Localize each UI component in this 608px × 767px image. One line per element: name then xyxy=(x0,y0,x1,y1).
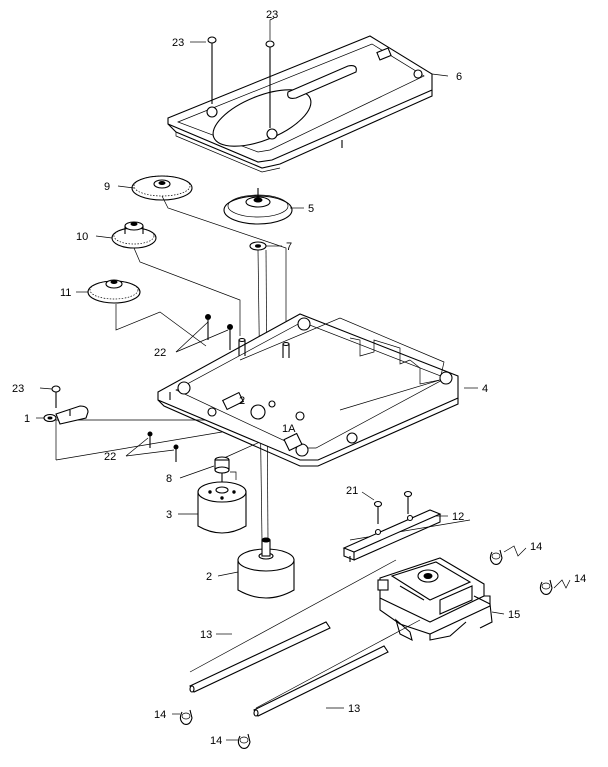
part-13-rod-upper xyxy=(189,621,331,693)
part-1-lever xyxy=(43,405,89,425)
part-11-gear xyxy=(87,279,141,304)
callout-23-top-left: 23 xyxy=(172,37,184,49)
part-2-motor xyxy=(237,537,295,599)
part-4-chassis: 2 1A xyxy=(157,313,459,467)
callout-3: 3 xyxy=(166,509,172,521)
part-23-screw-left xyxy=(207,36,217,104)
callout-14-bottom: 14 xyxy=(210,735,222,747)
callout-6: 6 xyxy=(456,71,462,83)
callout-21: 21 xyxy=(346,485,358,497)
callout-leaders xyxy=(36,17,571,741)
part-8-pinion xyxy=(214,456,230,484)
part-13-rod-lower xyxy=(253,645,389,717)
part-21-screws xyxy=(373,490,413,524)
callout-7: 7 xyxy=(286,241,292,253)
callout-11: 11 xyxy=(60,287,71,299)
chassis-marking-1a: 1A xyxy=(282,423,296,435)
callout-14-lower-left: 14 xyxy=(154,709,166,721)
callout-14-upper: 14 xyxy=(530,541,542,553)
callout-23-top-right: 23 xyxy=(266,9,278,21)
callout-2: 2 xyxy=(206,571,212,583)
part-5-pulley xyxy=(223,188,293,225)
part-22-pins-upper xyxy=(205,314,233,350)
part-22-pins-lower xyxy=(147,431,179,462)
callout-13-lower: 13 xyxy=(348,703,360,715)
callout-22-lower: 22 xyxy=(104,451,116,463)
part-10-gear xyxy=(111,221,157,249)
part-14-clip-4 xyxy=(237,733,251,749)
callout-8: 8 xyxy=(166,473,172,485)
callout-12: 12 xyxy=(452,511,464,523)
part-23-screw-right xyxy=(265,40,275,128)
callout-14-right: 14 xyxy=(574,573,586,585)
part-15-optical-pickup xyxy=(377,557,493,642)
callout-5: 5 xyxy=(308,203,314,215)
callout-1: 1 xyxy=(24,413,30,425)
part-7-washer xyxy=(249,241,267,251)
callout-22-upper: 22 xyxy=(154,347,166,359)
part-14-clip-3 xyxy=(179,709,193,725)
part-14-clip-2 xyxy=(539,579,553,595)
callout-10: 10 xyxy=(76,231,88,243)
callout-9: 9 xyxy=(104,181,110,193)
callout-4: 4 xyxy=(482,383,488,395)
part-14-clip-1 xyxy=(489,549,503,565)
callout-15: 15 xyxy=(508,609,520,621)
part-23-screw-lower xyxy=(51,385,61,408)
chassis-marking-2: 2 xyxy=(239,395,245,407)
part-12-bracket xyxy=(342,509,442,562)
callout-labels: 23 23 6 9 5 7 10 11 22 23 4 1 22 8 3 2 2… xyxy=(12,9,586,747)
part-6-top-cover xyxy=(167,35,433,173)
callout-13-upper: 13 xyxy=(200,629,212,641)
alignment-lines xyxy=(55,195,471,709)
callout-23-lower: 23 xyxy=(12,383,24,395)
part-3-motor xyxy=(197,481,247,534)
chassis-posts xyxy=(238,337,290,358)
